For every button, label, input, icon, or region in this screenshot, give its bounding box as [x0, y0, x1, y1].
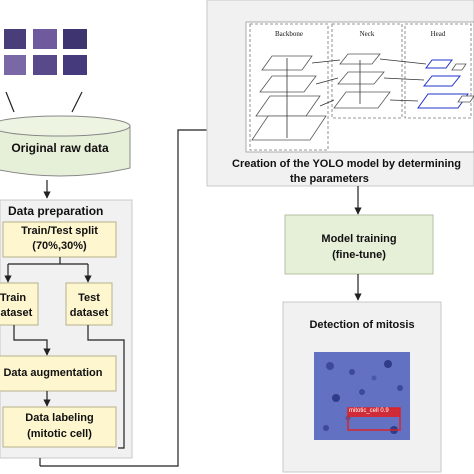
test-line1: Test	[78, 292, 100, 304]
split-box	[2, 221, 117, 258]
split-line1: Train/Test split	[21, 225, 98, 237]
labeling-line1: Data labeling	[25, 412, 94, 424]
neck-section	[331, 23, 403, 119]
raw-data-cylinder	[0, 115, 131, 177]
augmentation-box	[0, 355, 117, 392]
split-line2: (70%,30%)	[32, 240, 87, 252]
training-line2: (fine-tune)	[332, 249, 386, 261]
test-bypass-line	[87, 325, 125, 449]
backbone-section	[249, 23, 329, 151]
train-line1: Train	[0, 292, 27, 304]
thumbnail-line-right	[71, 91, 83, 113]
architecture-arrows	[286, 58, 427, 138]
detection-label-background	[348, 408, 400, 417]
arrow-train-to-augment	[13, 325, 51, 356]
augmentation-label: Data augmentation	[3, 367, 103, 379]
backbone-feature-planes	[251, 55, 327, 141]
neck-feature-planes	[333, 53, 391, 109]
detection-box-label: mitotic_cell 0.9	[349, 408, 389, 414]
head-feature-planes	[417, 59, 469, 109]
training-box	[284, 214, 434, 275]
detection-image	[314, 352, 410, 440]
yolo-caption-line1: Creation of the YOLO model by determinin…	[232, 158, 461, 170]
neck-label: Neck	[359, 30, 375, 38]
train-line2: dataset	[0, 307, 33, 319]
train-box	[0, 282, 39, 326]
detection-title: Detection of mitosis	[309, 319, 415, 331]
test-line2: dataset	[69, 307, 109, 319]
backbone-label: Backbone	[275, 30, 303, 38]
head-section	[404, 23, 472, 119]
data-prep-title: Data preparation	[8, 204, 104, 218]
labeling-box	[2, 406, 117, 448]
test-box	[65, 282, 113, 326]
head-label: Head	[430, 30, 446, 38]
thumbnail-line-left	[5, 91, 15, 113]
training-line1: Model training	[321, 233, 397, 245]
yolo-caption-line2: the parameters	[290, 173, 369, 185]
head-output-planes	[451, 63, 474, 103]
raw-image-thumbnails	[0, 16, 100, 86]
labeling-line2: (mitotic cell)	[27, 428, 92, 440]
raw-data-label: Original raw data	[11, 141, 109, 155]
